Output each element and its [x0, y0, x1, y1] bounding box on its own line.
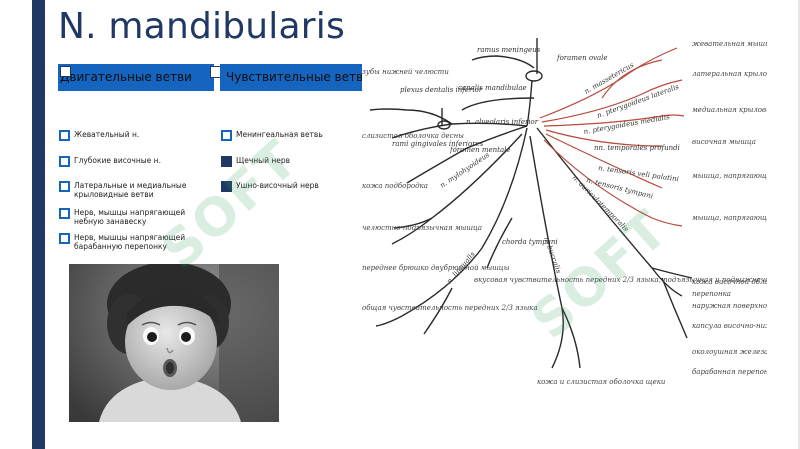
checklist-label: Щечный нерв: [236, 156, 291, 165]
left-target-notes: зубы нижней челюсти слизистая оболочка д…: [362, 68, 538, 312]
label-n-massetericus: n. massetericus: [583, 61, 636, 96]
child-illustration: [69, 264, 279, 422]
label-n-alveolaris: n. alveolaris inferior: [466, 118, 539, 126]
note-tympanic-membrane: барабанная перепонка: [692, 368, 767, 376]
checklist-label: Глубокие височные н.: [74, 156, 161, 165]
note-cheek: кожа и слизистая оболочка щеки: [537, 378, 666, 386]
note-temporal-muscle: височная мышца: [692, 138, 756, 146]
note-medial-pterygoid: медиальная крыловидная мышца: [692, 106, 767, 114]
checklist-label: Менингеальная ветвь: [236, 130, 323, 139]
slide-accent-bar: [32, 0, 45, 449]
label-n-mylohyoideus: n. mylohyoideus: [439, 151, 492, 190]
checklist-item-buccal[interactable]: Щечный нерв: [221, 156, 290, 167]
note-taste-glands: вкусовая чувствительность передних 2/3 я…: [474, 276, 767, 284]
checklist-item-meningeal[interactable]: Менингеальная ветвь: [221, 130, 323, 141]
note-lower-teeth: зубы нижней челюсти: [362, 68, 449, 76]
checklist-item-pterygoid[interactable]: Латеральные и медиальные крыловидные вет…: [59, 181, 189, 199]
right-target-notes: жевательная мышца латеральная крыловидна…: [692, 40, 767, 376]
checkbox-icon[interactable]: [59, 130, 70, 141]
label-foramen-ovale: foramen ovale: [556, 54, 608, 62]
tab-sensory-label: Чувствительные ветви: [226, 70, 362, 84]
tab-sensory-branches[interactable]: Чувствительные ветви: [220, 64, 362, 91]
label-nn-temporales: nn. temporales profundi: [594, 144, 680, 152]
checkbox-icon[interactable]: [59, 156, 70, 167]
checklist-item-deep-temporal[interactable]: Глубокие височные н.: [59, 156, 161, 167]
checkbox-icon[interactable]: [59, 233, 70, 244]
bottom-target-notes: вкусовая чувствительность передних 2/3 я…: [474, 276, 767, 386]
nerve-trunk-lines: [369, 38, 693, 369]
checkbox-icon[interactable]: [221, 130, 232, 141]
label-n-pterygoideus-medialis: n. pterygoideus medialis: [583, 113, 671, 136]
note-gum-mucosa: слизистая оболочка десны: [362, 132, 464, 140]
note-tmj-capsule: капсула височно-нижнечелюстного сустава: [692, 322, 767, 330]
watermark: SOFT: [150, 128, 311, 282]
slide-title: N. mandibularis: [58, 6, 345, 47]
slide-right-edge: [798, 0, 800, 449]
label-ramus-meningeus: ramus meningeus: [477, 46, 541, 54]
checklist-label: Ушно-височный нерв: [236, 181, 319, 190]
tab-motor-branches[interactable]: Двигательные ветви: [58, 64, 214, 91]
note-digastric: переднее брюшко двубрюшной мышцы: [362, 264, 510, 272]
label-foramen-mentale: foramen mentale: [449, 146, 511, 154]
checklist-label: Латеральные и медиальные крыловидные вет…: [74, 181, 187, 199]
note-temporal-skin: кожа височной области: [692, 278, 767, 286]
checklist-item-tensor-tympani[interactable]: Нерв, мышцы напрягающей барабанную переп…: [59, 233, 189, 251]
checklist-item-masseteric[interactable]: Жевательный н.: [59, 130, 139, 141]
label-chorda-tympani: chorda tympani: [502, 238, 558, 246]
label-n-buccalis: n. buccalis: [542, 236, 563, 275]
checklist-item-auriculotemporal[interactable]: Ушно-височный нерв: [221, 181, 319, 192]
note-mylohyoid-muscle: челюстно-подъязычная мышца: [362, 224, 482, 232]
motor-branch-lines: [539, 47, 685, 227]
note-membrane: перепонка: [692, 290, 731, 298]
checkbox-icon[interactable]: [59, 208, 70, 219]
note-parotid: околоушная железа: [692, 348, 767, 356]
mandibular-nerve-diagram: ramus meningeus foramen ovale plexus den…: [362, 38, 767, 386]
note-lateral-pterygoid: латеральная крыловидная мышца: [692, 70, 767, 78]
note-tensor-tympani: мышца, напрягающая барабанную перепонку: [692, 214, 767, 222]
note-masseter: жевательная мышца: [692, 40, 767, 48]
label-canalis-mandibulae: canalis mandibulae: [458, 84, 527, 92]
label-plexus-dentalis: plexus dentalis inferior: [400, 86, 483, 94]
tab-motor-label: Двигательные ветви: [60, 70, 192, 84]
checklist-label: Нерв, мышцы напрягающей небную занавеску: [74, 208, 186, 226]
checkbox-checked-icon[interactable]: [221, 181, 232, 192]
label-rami-gingivales: rami gingivales inferiores: [392, 140, 484, 148]
surprised-child-photo: [69, 264, 279, 422]
note-tongue-sensitivity: общая чувствительность передних 2/3 язык…: [362, 304, 538, 312]
checklist-label: Нерв, мышцы напрягающей барабанную переп…: [74, 233, 186, 251]
note-tensor-veli: мышца, напрягающая небную занавеску: [692, 172, 767, 180]
checkbox-checked-icon[interactable]: [221, 156, 232, 167]
checklist-label: Жевательный н.: [74, 130, 140, 139]
note-chin-skin: кожа подбородка: [362, 182, 428, 190]
tab-checkbox-icon: [60, 66, 71, 77]
label-n-tensoris-veli: n. tensoris veli palatini: [598, 164, 680, 183]
checklist-item-tensor-veli[interactable]: Нерв, мышцы напрягающей небную занавеску: [59, 208, 189, 226]
note-auricle: наружная поверхность ушной раковины: [692, 302, 767, 310]
checkbox-icon[interactable]: [59, 181, 70, 192]
